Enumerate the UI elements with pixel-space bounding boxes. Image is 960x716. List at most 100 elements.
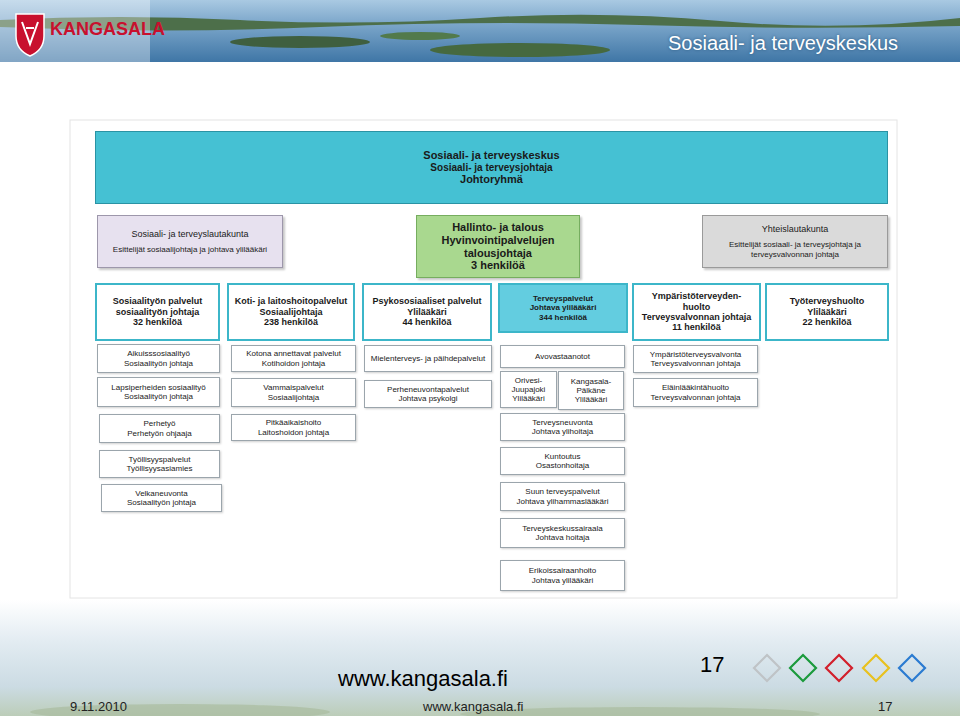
- org-box: Psykososiaaliset palvelutYlilääkäri44 he…: [362, 283, 492, 341]
- node-text: Ylilääkäri: [407, 307, 447, 317]
- node-text: Yhteislautakunta: [762, 224, 829, 234]
- unit-box: Kangasala- PälkäneYlilääkäri: [558, 371, 624, 410]
- unit-box: Orivesi- JuupajokiYlilääkäri: [500, 371, 557, 408]
- unit-box: TerveysneuvontaJohtava ylihoitaja: [500, 413, 625, 441]
- node-text: 11 henkilöä: [672, 322, 721, 332]
- unit-box: YmpäristöterveysvalvontaTerveysvalvonnan…: [633, 345, 758, 373]
- node-text: Eläinlääkintähuolto: [662, 383, 729, 392]
- node-text: Työllisyysasiamies: [127, 464, 193, 473]
- unit-box: Suun terveyspalvelutJohtava ylihammaslää…: [500, 482, 625, 511]
- node-text: Kotihoidon johtaja: [262, 359, 326, 368]
- node-text: Terveysneuvonta: [532, 418, 592, 427]
- node-text: Johtava psykolgi: [398, 394, 457, 403]
- node-text: Sosiaalityön johtaja: [124, 392, 193, 401]
- node-text: 344 henkilöä: [539, 313, 587, 322]
- node-text: Sosiaalityön johtaja: [124, 359, 193, 368]
- node-text: Orivesi- Juupajoki: [504, 376, 553, 394]
- org-box: Sosiaali- ja terveyslautakuntaEsittelijä…: [97, 215, 283, 268]
- node-text: 22 henkilöä: [802, 317, 851, 327]
- coat-of-arms: [16, 14, 44, 56]
- footer-text: 9.11.2010: [70, 700, 127, 714]
- org-box: YhteislautakuntaEsittelijät sosiaali- ja…: [702, 215, 888, 268]
- org-box: Sosiaalityön palvelutsosiaalityön johtaj…: [95, 283, 220, 341]
- island: [430, 43, 610, 57]
- node-text: Terveysvalvonnan johtaja: [642, 312, 751, 322]
- slide-title: Sosiaali- ja terveyskeskus: [668, 32, 898, 55]
- footer-photo: [0, 600, 960, 716]
- org-box: TyöterveyshuoltoYlilääkäri22 henkilöä: [765, 283, 889, 341]
- unit-box: PerhetyöPerhetyön ohjaaja: [99, 414, 220, 443]
- unit-box: Lapsiperheiden sosiaalityöSosiaalityön j…: [97, 377, 220, 407]
- node-text: Perheneuvontapalvelut: [387, 385, 469, 394]
- footer-text: 17: [878, 700, 892, 714]
- node-text: Johtoryhmä: [460, 173, 523, 186]
- node-text: Johtava ylihammaslääkäri: [516, 497, 608, 506]
- node-text: Johtava hoitaja: [536, 533, 590, 542]
- node-text: 3 henkilöä: [471, 259, 525, 272]
- node-text: Sosiaali- ja terveyskeskus: [423, 149, 559, 162]
- footer-text: www.kangasala.fi: [423, 700, 523, 714]
- node-text: Laitoshoidon johtaja: [258, 428, 329, 437]
- node-text: Sosiaalijohtaja: [268, 393, 320, 402]
- node-text: Johtava ylilääkäri: [532, 576, 593, 585]
- node-text: Sosiaali- ja terveysjohtaja: [430, 162, 552, 174]
- island: [230, 36, 370, 48]
- node-text: Ylilääkäri: [575, 395, 607, 404]
- org-box: Koti- ja laitoshoitopalvelutSosiaalijoht…: [227, 283, 355, 341]
- node-text: Koti- ja laitoshoitopalvelut: [235, 296, 348, 306]
- node-text: Ympäristöterveyden- huolto: [638, 291, 755, 312]
- decor-diamonds: [754, 655, 925, 681]
- diamond: [826, 655, 852, 681]
- unit-box: TyöllisyyspalvelutTyöllisyysasiamies: [99, 450, 220, 478]
- node-text: sosiaalityön johtaja: [116, 307, 200, 317]
- node-text: Terveyskeskussairaala: [522, 524, 602, 533]
- unit-box: ErikoissairaanhoitoJohtava ylilääkäri: [500, 560, 625, 591]
- node-text: Johtava ylihoitaja: [532, 427, 593, 436]
- node-text: Perhetyö: [143, 419, 175, 428]
- node-text: Psykososiaaliset palvelut: [372, 296, 481, 306]
- node-text: Osastonhoitaja: [536, 461, 589, 470]
- unit-box: EläinlääkintähuoltoTerveysvalvonnan joht…: [633, 378, 758, 407]
- diamond: [754, 655, 780, 681]
- node-text: Perhetyön ohjaaja: [127, 429, 192, 438]
- org-box: Ympäristöterveyden- huoltoTerveysvalvonn…: [632, 283, 761, 341]
- node-text: Aikuisssosiaalityö: [127, 349, 190, 358]
- node-text: Kangasala- Pälkäne: [562, 377, 620, 395]
- node-text: Mielenterveys- ja päihdepalvelut: [371, 354, 485, 363]
- node-text: Hyvinvointipalvelujen talousjohtaja: [421, 234, 575, 259]
- node-text: Lapsiperheiden sosiaalityö: [111, 383, 205, 392]
- diamond: [863, 655, 889, 681]
- unit-box: Avovastaanotot: [500, 345, 625, 368]
- node-text: Johtava ylilääkäri: [530, 303, 597, 312]
- unit-box: VelkaneuvontaSosiaalityön johtaja: [101, 484, 222, 512]
- node-text: 238 henkilöä: [264, 317, 318, 327]
- unit-box: KuntoutusOsastonhoitaja: [500, 447, 625, 475]
- node-text: Suun terveyspalvelut: [525, 487, 599, 496]
- node-text: Sosiaali- ja terveyslautakunta: [131, 229, 248, 239]
- unit-box: VammaispalvelutSosiaalijohtaja: [231, 378, 356, 407]
- node-text: Ylilääkäri: [512, 394, 544, 403]
- unit-box: PitkäaikaishoitoLaitoshoidon johtaja: [231, 414, 356, 441]
- chart-frame: [70, 120, 897, 598]
- node-text: Sosiaalityön johtaja: [127, 498, 196, 507]
- node-text: Terveysvalvonnan johtaja: [651, 359, 741, 368]
- node-text: Työterveyshuolto: [790, 296, 864, 306]
- footer-text: 17: [700, 653, 724, 677]
- org-box: Sosiaali- ja terveyskeskusSosiaali- ja t…: [95, 131, 888, 204]
- node-text: Sosiaalityön palvelut: [113, 296, 203, 306]
- node-text: Erikoissairaanhoito: [529, 566, 597, 575]
- org-box: TerveyspalvelutJohtava ylilääkäri344 hen…: [498, 283, 628, 333]
- diamond: [790, 655, 816, 681]
- node-text: Ympäristöterveysvalvonta: [650, 350, 742, 359]
- coat-of-arms-emblem: [22, 22, 38, 44]
- node-text: Kuntoutus: [544, 452, 580, 461]
- node-text: Hallinto- ja talous: [452, 221, 544, 234]
- unit-box: Kotona annettavat palvelutKotihoidon joh…: [231, 345, 356, 372]
- unit-box: Mielenterveys- ja päihdepalvelut: [364, 345, 492, 372]
- org-box: Hallinto- ja talousHyvinvointipalvelujen…: [416, 215, 580, 278]
- unit-box: PerheneuvontapalvelutJohtava psykolgi: [364, 380, 492, 408]
- unit-box: TerveyskeskussairaalaJohtava hoitaja: [500, 518, 625, 548]
- header-photo: [0, 0, 960, 62]
- node-text: Avovastaanotot: [535, 352, 590, 361]
- node-text: 44 henkilöä: [402, 317, 451, 327]
